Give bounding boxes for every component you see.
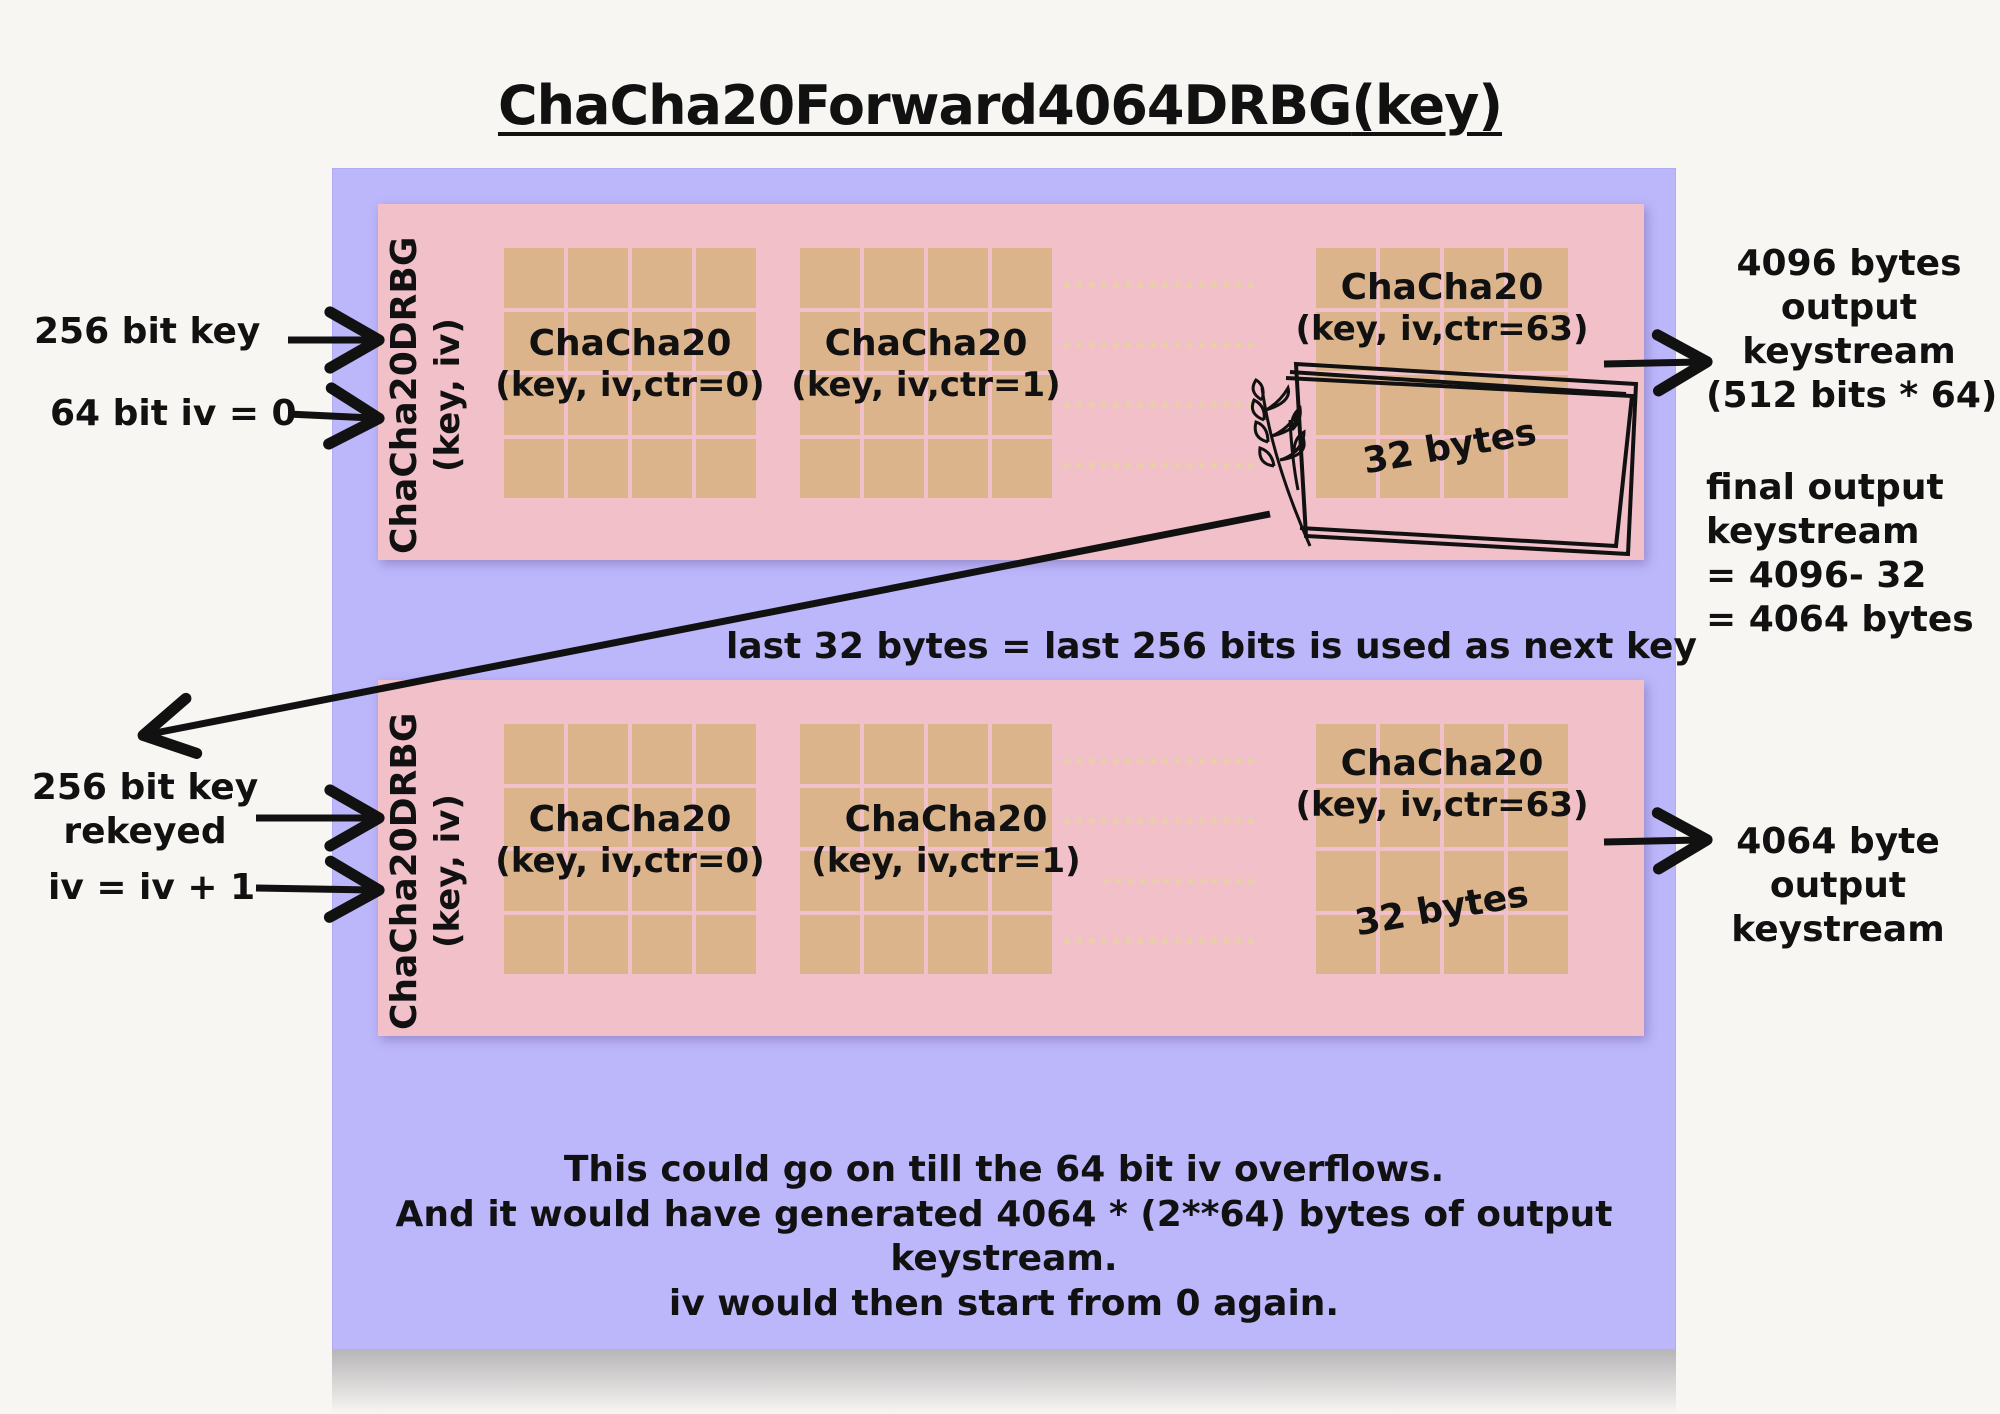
ellipsis-dots bbox=[1064, 402, 1254, 408]
drbg-label: ChaCha20DRBG (key, iv) bbox=[378, 680, 498, 1036]
output-line: output bbox=[1780, 286, 1918, 328]
ellipsis-dots bbox=[1064, 462, 1254, 468]
ellipsis-dots bbox=[1064, 342, 1254, 348]
ellipsis-dots bbox=[1064, 758, 1254, 764]
block-params: (key, iv,ctr=0) bbox=[495, 365, 765, 406]
footer-line: And it would have generated 4064 * (2**6… bbox=[395, 1193, 1613, 1280]
drbg-params: (key, iv) bbox=[428, 794, 468, 948]
ellipsis-dots bbox=[1104, 878, 1254, 884]
chacha20-block bbox=[1316, 724, 1568, 974]
chacha20-block bbox=[504, 248, 756, 498]
block-params: (key, iv,ctr=63) bbox=[1295, 309, 1589, 350]
drbg-name: ChaCha20DRBG bbox=[384, 712, 425, 1030]
ellipsis-dots bbox=[1064, 282, 1254, 288]
output-line: (512 bits * 64) bbox=[1706, 374, 1998, 416]
drbg-name: ChaCha20DRBG bbox=[384, 236, 425, 554]
input-key-label: 256 bit key bbox=[34, 311, 261, 352]
rekey-rekeyed-line: rekeyed bbox=[63, 810, 227, 852]
block-name: ChaCha20 bbox=[1340, 267, 1544, 308]
footer-note: This could go on till the 64 bit iv over… bbox=[332, 1148, 1676, 1327]
output-line: keystream bbox=[1742, 330, 1956, 372]
block-params: (key, iv,ctr=0) bbox=[495, 841, 765, 882]
output-line: keystream bbox=[1731, 908, 1945, 950]
final-output-label: final output keystream = 4096- 32 = 4064… bbox=[1706, 466, 1974, 642]
final-output-line: final output bbox=[1706, 467, 1944, 508]
ellipsis-dots bbox=[1064, 818, 1254, 824]
output-line: 4096 bytes bbox=[1736, 243, 1962, 284]
output-top-label: 4096 bytes output keystream (512 bits * … bbox=[1706, 242, 1998, 418]
output-bottom-label: 4064 byte output keystream bbox=[1702, 820, 1974, 952]
title-function-name: ChaCha20Forward4064DRBG bbox=[497, 74, 1352, 137]
rekey-iv-label: iv = iv + 1 bbox=[48, 867, 256, 908]
block-name: ChaCha20 bbox=[824, 323, 1028, 364]
block-params: (key, iv,ctr=1) bbox=[791, 365, 1061, 406]
block-params: (key, iv,ctr=63) bbox=[1295, 785, 1589, 826]
rekey-note: last 32 bytes = last 256 bits is used as… bbox=[726, 626, 1697, 667]
rekey-input-label: 256 bit key rekeyed bbox=[30, 766, 260, 854]
input-iv-label: 64 bit iv = 0 bbox=[50, 393, 297, 434]
drbg-box-first: ChaCha20DRBG (key, iv) ChaCha20 (key, iv… bbox=[378, 204, 1644, 560]
panel-shadow bbox=[332, 1350, 1676, 1414]
block-name: ChaCha20 bbox=[528, 323, 732, 364]
output-line: 4064 byte bbox=[1736, 821, 1940, 862]
block-label: ChaCha20 (key, iv,ctr=63) bbox=[1284, 742, 1600, 826]
block-label: ChaCha20 (key, iv,ctr=0) bbox=[490, 798, 770, 882]
chacha20-block bbox=[800, 724, 1052, 974]
drbg-params: (key, iv) bbox=[428, 318, 468, 472]
block-name: ChaCha20 bbox=[528, 799, 732, 840]
rekey-key-line: 256 bit key bbox=[31, 767, 259, 808]
block-label: ChaCha20 (key, iv,ctr=1) bbox=[806, 798, 1086, 882]
output-line: output bbox=[1769, 864, 1907, 906]
title-args: (key) bbox=[1351, 74, 1503, 137]
final-output-line: = 4096- 32 bbox=[1706, 554, 1927, 596]
block-name: ChaCha20 bbox=[1340, 743, 1544, 784]
block-label: ChaCha20 (key, iv,ctr=63) bbox=[1284, 266, 1600, 350]
ellipsis-dots bbox=[1064, 938, 1254, 944]
footer-line: This could go on till the 64 bit iv over… bbox=[563, 1149, 1445, 1190]
final-output-line: = 4064 bytes bbox=[1706, 598, 1974, 640]
chacha20-block bbox=[504, 724, 756, 974]
block-label: ChaCha20 (key, iv,ctr=0) bbox=[490, 322, 770, 406]
drbg-box-rekeyed: ChaCha20DRBG (key, iv) ChaCha20 (key, iv… bbox=[378, 680, 1644, 1036]
block-params: (key, iv,ctr=1) bbox=[811, 841, 1081, 882]
block-name: ChaCha20 bbox=[844, 799, 1048, 840]
drbg-label: ChaCha20DRBG (key, iv) bbox=[378, 204, 498, 560]
diagram-title: ChaCha20Forward4064DRBG(key) bbox=[0, 74, 2000, 137]
chacha20-block bbox=[800, 248, 1052, 498]
final-output-line: keystream bbox=[1706, 510, 1920, 552]
footer-line: iv would then start from 0 again. bbox=[668, 1282, 1340, 1324]
block-label: ChaCha20 (key, iv,ctr=1) bbox=[786, 322, 1066, 406]
